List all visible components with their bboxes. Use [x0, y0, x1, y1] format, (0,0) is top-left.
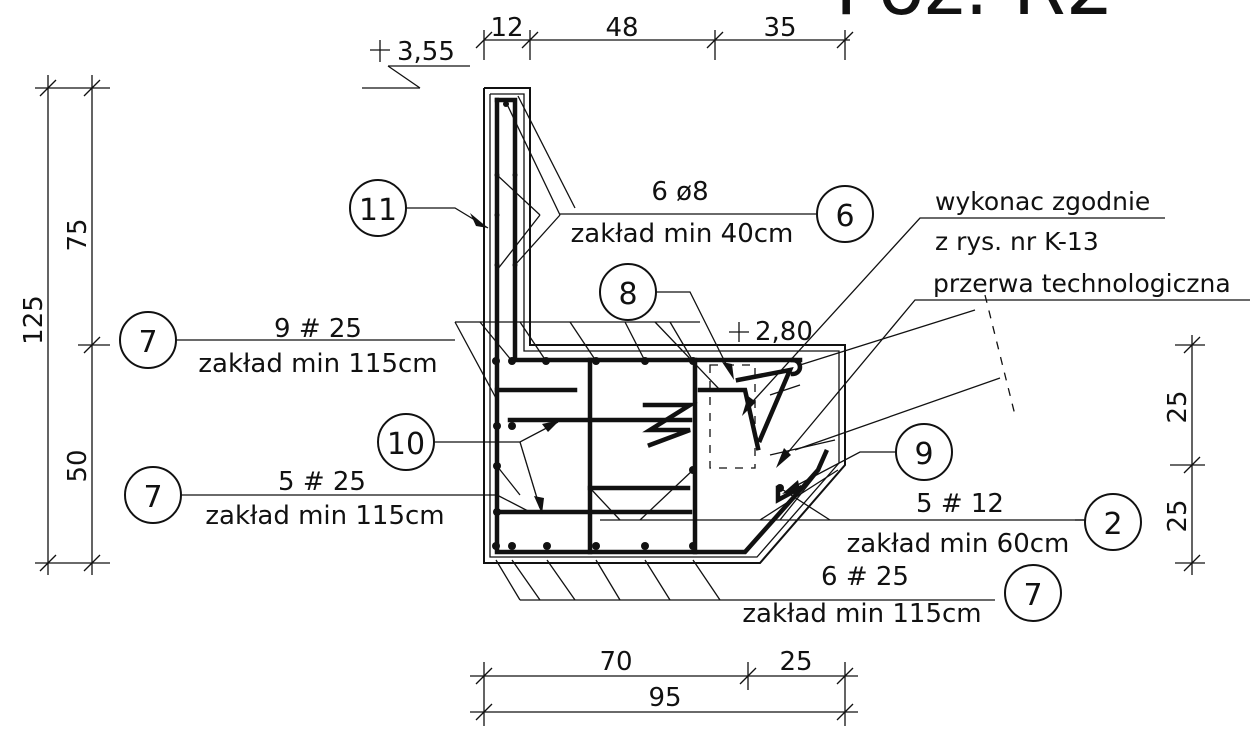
marker-2: 2: [1075, 493, 1142, 551]
drawing-title: Poz. R2: [835, 0, 1114, 32]
callout-7a-bars: 9 # 25: [274, 314, 362, 344]
concrete-section-outline: [483, 87, 846, 564]
svg-text:10: 10: [387, 427, 425, 462]
svg-text:6: 6: [835, 199, 854, 234]
callout-7c-bars: 6 # 25: [821, 562, 909, 592]
marker-10: 10: [377, 413, 560, 514]
callout-2-bars: 5 # 12: [916, 489, 1004, 519]
dimension-left: 75 125 50: [19, 75, 110, 575]
svg-text:3,55: 3,55: [397, 37, 455, 67]
svg-text:70: 70: [599, 647, 632, 677]
dimension-bottom: 70 25 95: [470, 647, 858, 726]
svg-text:7: 7: [1023, 578, 1042, 613]
leader-fans: [440, 95, 1085, 601]
svg-text:8: 8: [618, 277, 637, 312]
svg-text:95: 95: [648, 683, 681, 713]
note-follow-drawing-line2: z rys. nr K-13: [935, 227, 1099, 256]
svg-text:25: 25: [1163, 390, 1193, 423]
marker-9: 9: [782, 423, 953, 494]
bar-section-dots: [492, 101, 784, 550]
marker-7-bottom: 7: [1004, 564, 1062, 622]
svg-text:25: 25: [1163, 499, 1193, 532]
callout-6-bars: 6 ø8: [651, 177, 708, 207]
callout-7a-lap: zakład min 115cm: [198, 349, 437, 379]
dimension-top: 12 48 35: [475, 13, 854, 60]
svg-text:50: 50: [63, 449, 93, 482]
construction-joint-lines: [794, 294, 1016, 451]
svg-text:7: 7: [143, 480, 162, 515]
elevation-top: 3,55: [362, 37, 470, 89]
svg-text:35: 35: [763, 13, 796, 43]
marker-6: 6: [560, 185, 874, 243]
callout-2-lap: zakład min 60cm: [847, 529, 1070, 559]
callout-7b-lap: zakład min 115cm: [205, 501, 444, 531]
note-construction-joint: przerwa technologiczna: [933, 269, 1231, 298]
detail-zone-dashed: [709, 364, 756, 469]
svg-text:11: 11: [359, 193, 397, 228]
elevation-step: 2,80: [725, 317, 825, 347]
callout-6-lap: zakład min 40cm: [571, 219, 794, 249]
svg-text:25: 25: [779, 647, 812, 677]
svg-text:125: 125: [19, 295, 49, 345]
dimension-right: 25 25: [1163, 335, 1205, 575]
callout-7b-bars: 5 # 25: [278, 467, 366, 497]
svg-text:75: 75: [63, 218, 93, 251]
marker-7-mid: 7: [124, 466, 440, 524]
svg-text:12: 12: [490, 13, 523, 43]
marker-11: 11: [349, 179, 489, 237]
callout-7c-lap: zakład min 115cm: [742, 599, 981, 629]
svg-text:7: 7: [138, 325, 157, 360]
marker-8: 8: [599, 263, 734, 380]
svg-text:2,80: 2,80: [755, 317, 813, 347]
note-follow-drawing-line1: wykonac zgodnie: [935, 187, 1150, 216]
svg-text:2: 2: [1103, 507, 1122, 542]
svg-text:48: 48: [605, 13, 638, 43]
marker-7-top: 7: [119, 311, 455, 369]
svg-text:9: 9: [914, 437, 933, 472]
reinforcement-bars: [494, 97, 829, 555]
